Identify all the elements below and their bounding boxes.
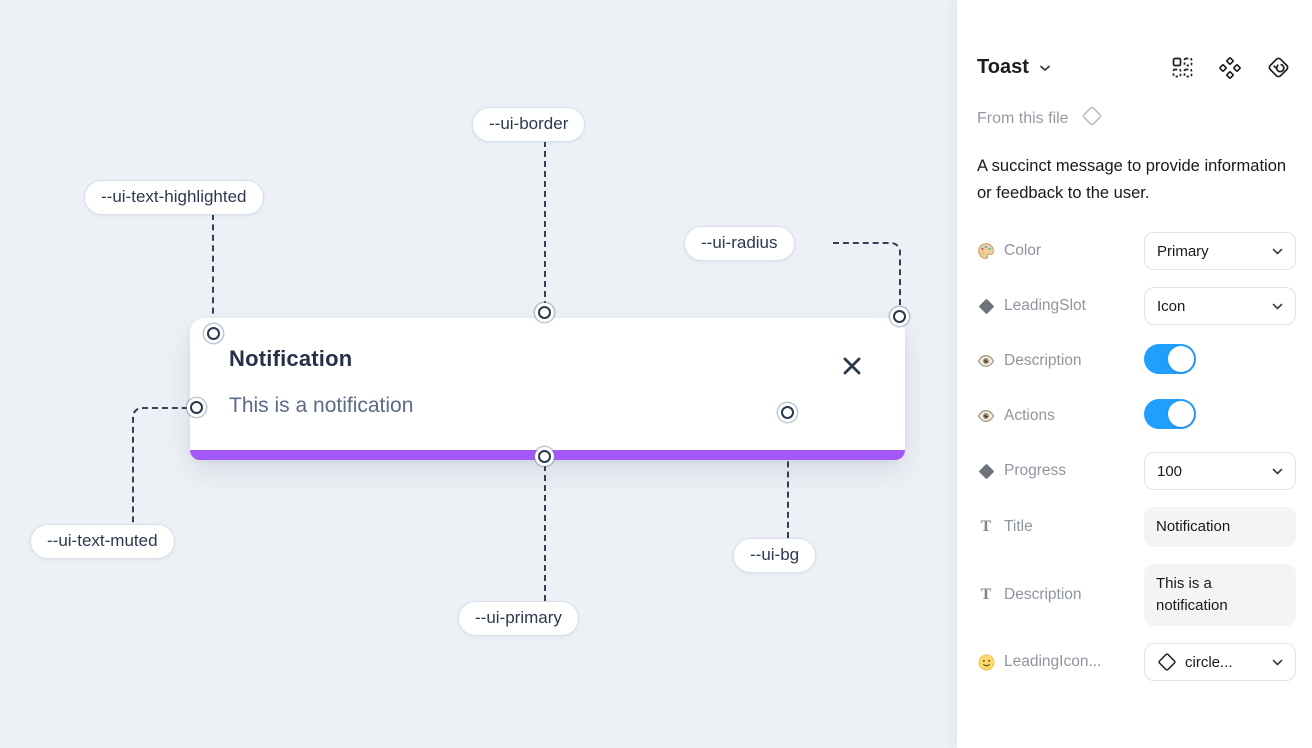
title-input[interactable]: Notification (1144, 507, 1296, 548)
prop-label-text: Actions (1004, 407, 1055, 425)
prop-label-text: Progress (1004, 462, 1067, 480)
progress-select[interactable]: 100 (1144, 452, 1296, 491)
connector-line-text-muted (132, 407, 188, 524)
toast-description: This is a notification (229, 394, 414, 417)
progress-select-value: 100 (1157, 462, 1183, 480)
actions-toggle[interactable] (1144, 398, 1196, 429)
diamond-icon (977, 463, 995, 480)
prop-label-title: T Title (977, 518, 1144, 536)
diamond-icon (977, 298, 995, 315)
prop-label-text: Description (1004, 352, 1082, 370)
design-canvas[interactable]: Notification This is a notification --ui… (0, 0, 957, 748)
prop-row-title: T Title Notification (977, 507, 1296, 548)
chevron-down-icon (1272, 303, 1283, 310)
connector-point-text-highlighted (207, 327, 220, 340)
token-label-ui-radius[interactable]: --ui-radius (684, 226, 795, 261)
color-select[interactable]: Primary (1144, 232, 1296, 271)
prop-label-text: Description (1004, 586, 1082, 604)
diamond-outline-icon (1081, 105, 1103, 132)
connector-point-bg (781, 406, 794, 419)
connector-line-border (544, 141, 546, 307)
prop-label-text: LeadingSlot (1004, 297, 1086, 315)
toast-title: Notification (229, 346, 353, 371)
prop-row-actions-toggle: Actions (977, 397, 1296, 435)
prop-row-leadingslot: LeadingSlot Icon (977, 287, 1296, 326)
diamond-outline-icon (1157, 652, 1177, 672)
description-input[interactable]: This is a notification (1144, 564, 1296, 627)
token-label-ui-primary[interactable]: --ui-primary (458, 601, 579, 636)
smiley-icon (977, 654, 995, 671)
connector-line-radius (833, 242, 901, 307)
component-description: A succinct message to provide informatio… (977, 157, 1287, 202)
connector-line-text-highlighted (212, 214, 214, 324)
token-label-ui-border[interactable]: --ui-border (472, 107, 586, 142)
chevron-down-icon (1272, 248, 1283, 255)
component-name: Toast (977, 56, 1029, 78)
component-diamonds-icon[interactable] (1219, 56, 1241, 79)
toast-component[interactable]: Notification This is a notification (190, 318, 905, 460)
prop-label-description: Description (977, 352, 1144, 370)
leadingicon-select-value: circle... (1185, 653, 1233, 671)
panel-header: Toast (977, 56, 1296, 79)
prop-row-color: Color Primary (977, 232, 1296, 271)
palette-icon (977, 242, 995, 260)
prop-row-description-toggle: Description (977, 342, 1296, 380)
close-icon[interactable] (840, 354, 864, 378)
prop-row-leadingicon: LeadingIcon... circle... (977, 643, 1296, 682)
connector-line-primary (544, 465, 546, 601)
prop-label-leadingslot: LeadingSlot (977, 297, 1144, 315)
connector-point-primary (538, 450, 551, 463)
prop-label-leadingicon: LeadingIcon... (977, 653, 1144, 671)
instance-grid-icon[interactable] (1172, 57, 1193, 78)
token-label-ui-text-muted[interactable]: --ui-text-muted (30, 524, 175, 559)
properties-panel: Toast (957, 0, 1312, 748)
component-source: From this file (977, 105, 1296, 132)
token-label-ui-text-highlighted[interactable]: --ui-text-highlighted (84, 180, 264, 215)
token-label-ui-bg[interactable]: --ui-bg (733, 538, 817, 573)
prop-label-progress: Progress (977, 462, 1144, 480)
prop-row-description-text: T Description This is a notification (977, 564, 1296, 627)
eye-icon (977, 354, 995, 368)
prop-label-color: Color (977, 242, 1144, 260)
chevron-down-icon[interactable] (1039, 64, 1051, 72)
prop-label-description-text: T Description (977, 586, 1144, 604)
color-select-value: Primary (1157, 242, 1209, 260)
property-list: Color Primary LeadingSlot Icon (977, 232, 1296, 682)
connector-point-border (538, 306, 551, 319)
prop-label-text: LeadingIcon... (1004, 653, 1102, 671)
leadingicon-select[interactable]: circle... (1144, 643, 1296, 682)
toggle-knob (1168, 345, 1194, 372)
leadingslot-select[interactable]: Icon (1144, 287, 1296, 326)
connector-point-text-muted (190, 401, 203, 414)
leadingslot-select-value: Icon (1157, 297, 1186, 315)
prop-label-text: Color (1004, 242, 1042, 260)
connector-line-bg (787, 421, 789, 538)
description-toggle[interactable] (1144, 343, 1196, 374)
prop-row-progress: Progress 100 (977, 452, 1296, 491)
text-icon: T (980, 586, 992, 604)
toggle-knob (1168, 400, 1194, 427)
source-label: From this file (977, 109, 1069, 127)
chevron-down-icon (1272, 659, 1283, 666)
eye-icon (977, 409, 995, 423)
prop-label-text: Title (1004, 518, 1033, 536)
connector-point-radius (893, 310, 906, 323)
go-to-main-component-icon[interactable] (1267, 56, 1290, 79)
chevron-down-icon (1272, 468, 1283, 475)
prop-label-actions: Actions (977, 407, 1144, 425)
text-icon: T (980, 518, 992, 536)
